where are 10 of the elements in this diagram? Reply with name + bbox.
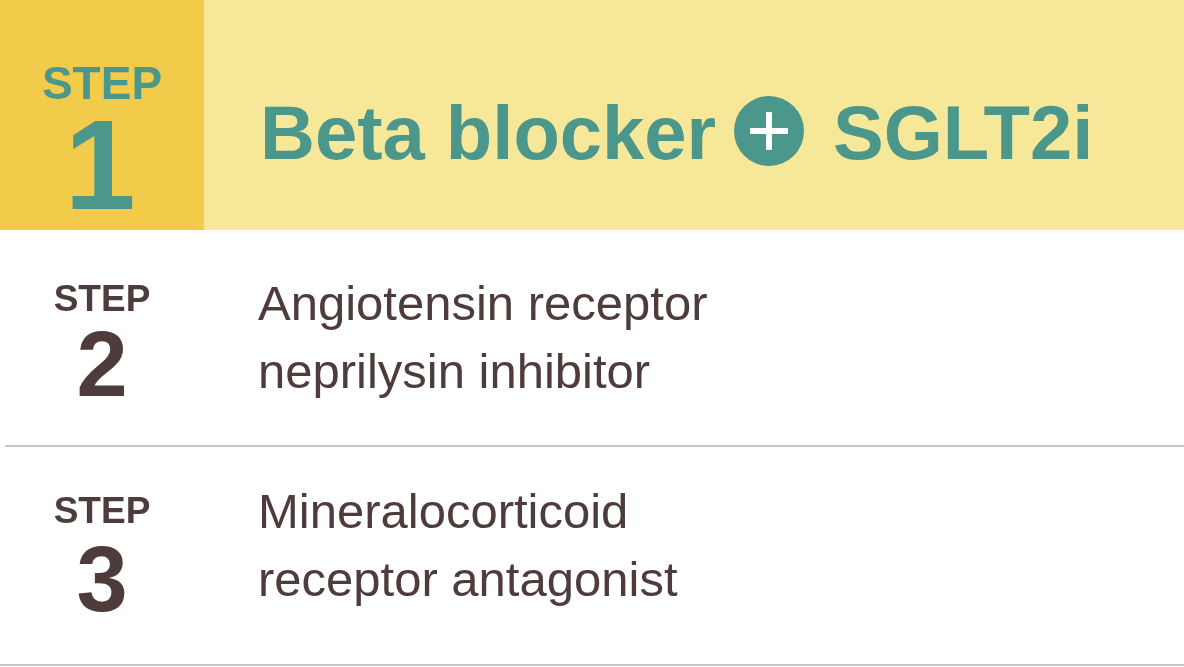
step-number: 2: [76, 318, 128, 410]
step-badge: [0, 0, 204, 230]
title-text: Beta blocker: [260, 95, 717, 171]
step-label: STEP: [53, 492, 151, 529]
step-banner: [0, 0, 1184, 230]
drug-name: Mineralocorticoid receptor antagonist: [258, 483, 679, 608]
step-label: STEP: [53, 280, 151, 317]
step-number: 3: [76, 533, 128, 625]
drug-name: Angiotensin receptor neprilysin inhibitor: [258, 275, 709, 400]
title-text: SGLT2i: [833, 95, 1094, 171]
